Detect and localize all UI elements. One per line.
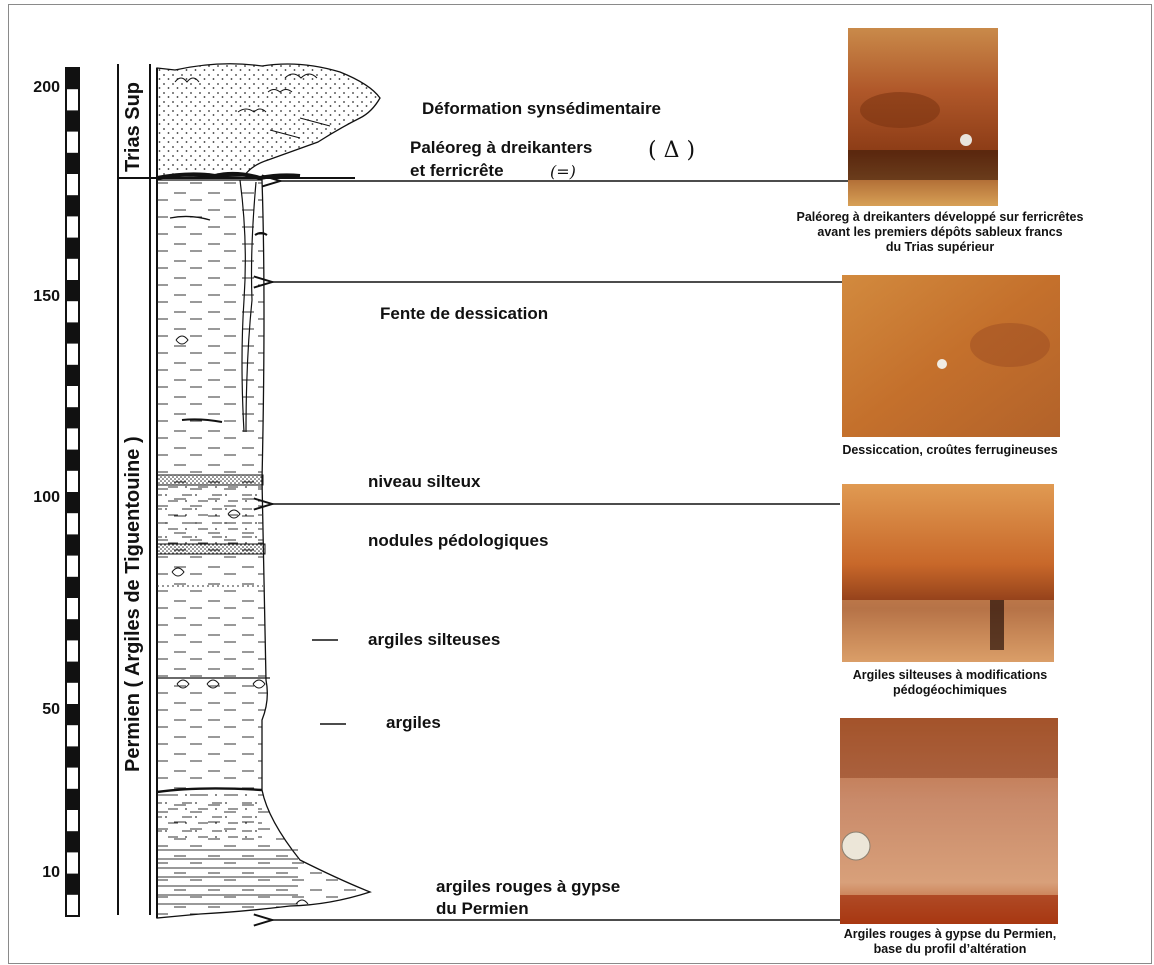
caption-paleoreg-line3: du Trias supérieur [740,240,1140,255]
arrows [272,181,848,920]
label-paleoreg-line2: et ferricrête [410,161,504,181]
scale-block [66,492,79,513]
scale-block [66,874,79,895]
unit-label-trias: Trias Sup [122,82,145,172]
caption-paleoreg-line2: avant les premiers dépôts sableux francs [740,225,1140,240]
caption-paleoreg-line1: Paléoreg à dreikanters développé sur fer… [740,210,1140,225]
symbol-equal: (=) [550,162,576,181]
lithologic-column [157,64,380,918]
scale-tick-10: 10 [26,864,60,882]
label-paleoreg-line1: Paléoreg à dreikanters [410,138,592,158]
scale-block [66,704,79,725]
scale-tick-150: 150 [26,288,60,306]
photo-argiles-silteuses [842,484,1054,662]
scale-block [66,238,79,259]
scale-block [66,746,79,767]
scale-block [66,662,79,683]
scale-block [66,365,79,386]
label-nodules: nodules pédologiques [368,531,548,551]
scale-block [66,534,79,555]
caption-dessiccation-line1: Dessiccation, croûtes ferrugineuses [760,443,1140,458]
scale-tick-200: 200 [26,79,60,97]
scale-block [66,195,79,216]
caption-dessiccation: Dessiccation, croûtes ferrugineuses [760,443,1140,458]
scale-block [66,280,79,301]
label-fente: Fente de dessication [380,304,548,324]
caption-argiles-rouges-line2: base du profil d’altération [760,942,1140,957]
caption-argiles-rouges: Argiles rouges à gypse du Permien, base … [760,927,1140,957]
scale-block [66,322,79,343]
scale-block [66,153,79,174]
label-argiles: argiles [386,713,441,733]
scale-block [66,619,79,640]
label-argiles-rouges-line1: argiles rouges à gypse [436,877,620,897]
caption-paleoreg: Paléoreg à dreikanters développé sur fer… [740,210,1140,255]
scale-bar [66,68,79,916]
scale-tick-100: 100 [26,489,60,507]
scale-block [66,789,79,810]
photo-argiles-rouges [840,718,1058,924]
label-argiles-rouges-line2: du Permien [436,899,529,919]
photo-dessiccation [842,275,1060,437]
scale-block [66,68,79,89]
scale-block [66,407,79,428]
photo-paleoreg [848,28,998,206]
scale-block [66,450,79,471]
scale-block [66,831,79,852]
symbol-delta: ( Δ ) [648,138,695,163]
scale-block [66,577,79,598]
caption-argiles-rouges-line1: Argiles rouges à gypse du Permien, [760,927,1140,942]
scale-tick-50: 50 [26,701,60,719]
unit-label-permien: Permien ( Argiles de Tiguentouine ) [122,436,145,772]
label-niveau-silteux: niveau silteux [368,472,480,492]
caption-argiles-silteuses-line1: Argiles silteuses à modifications [760,668,1140,683]
label-argiles-silteuses: argiles silteuses [368,630,500,650]
caption-argiles-silteuses: Argiles silteuses à modifications pédogé… [760,668,1140,698]
scale-block [66,110,79,131]
label-deformation: Déformation synsédimentaire [422,99,661,119]
caption-argiles-silteuses-line2: pédogéochimiques [760,683,1140,698]
